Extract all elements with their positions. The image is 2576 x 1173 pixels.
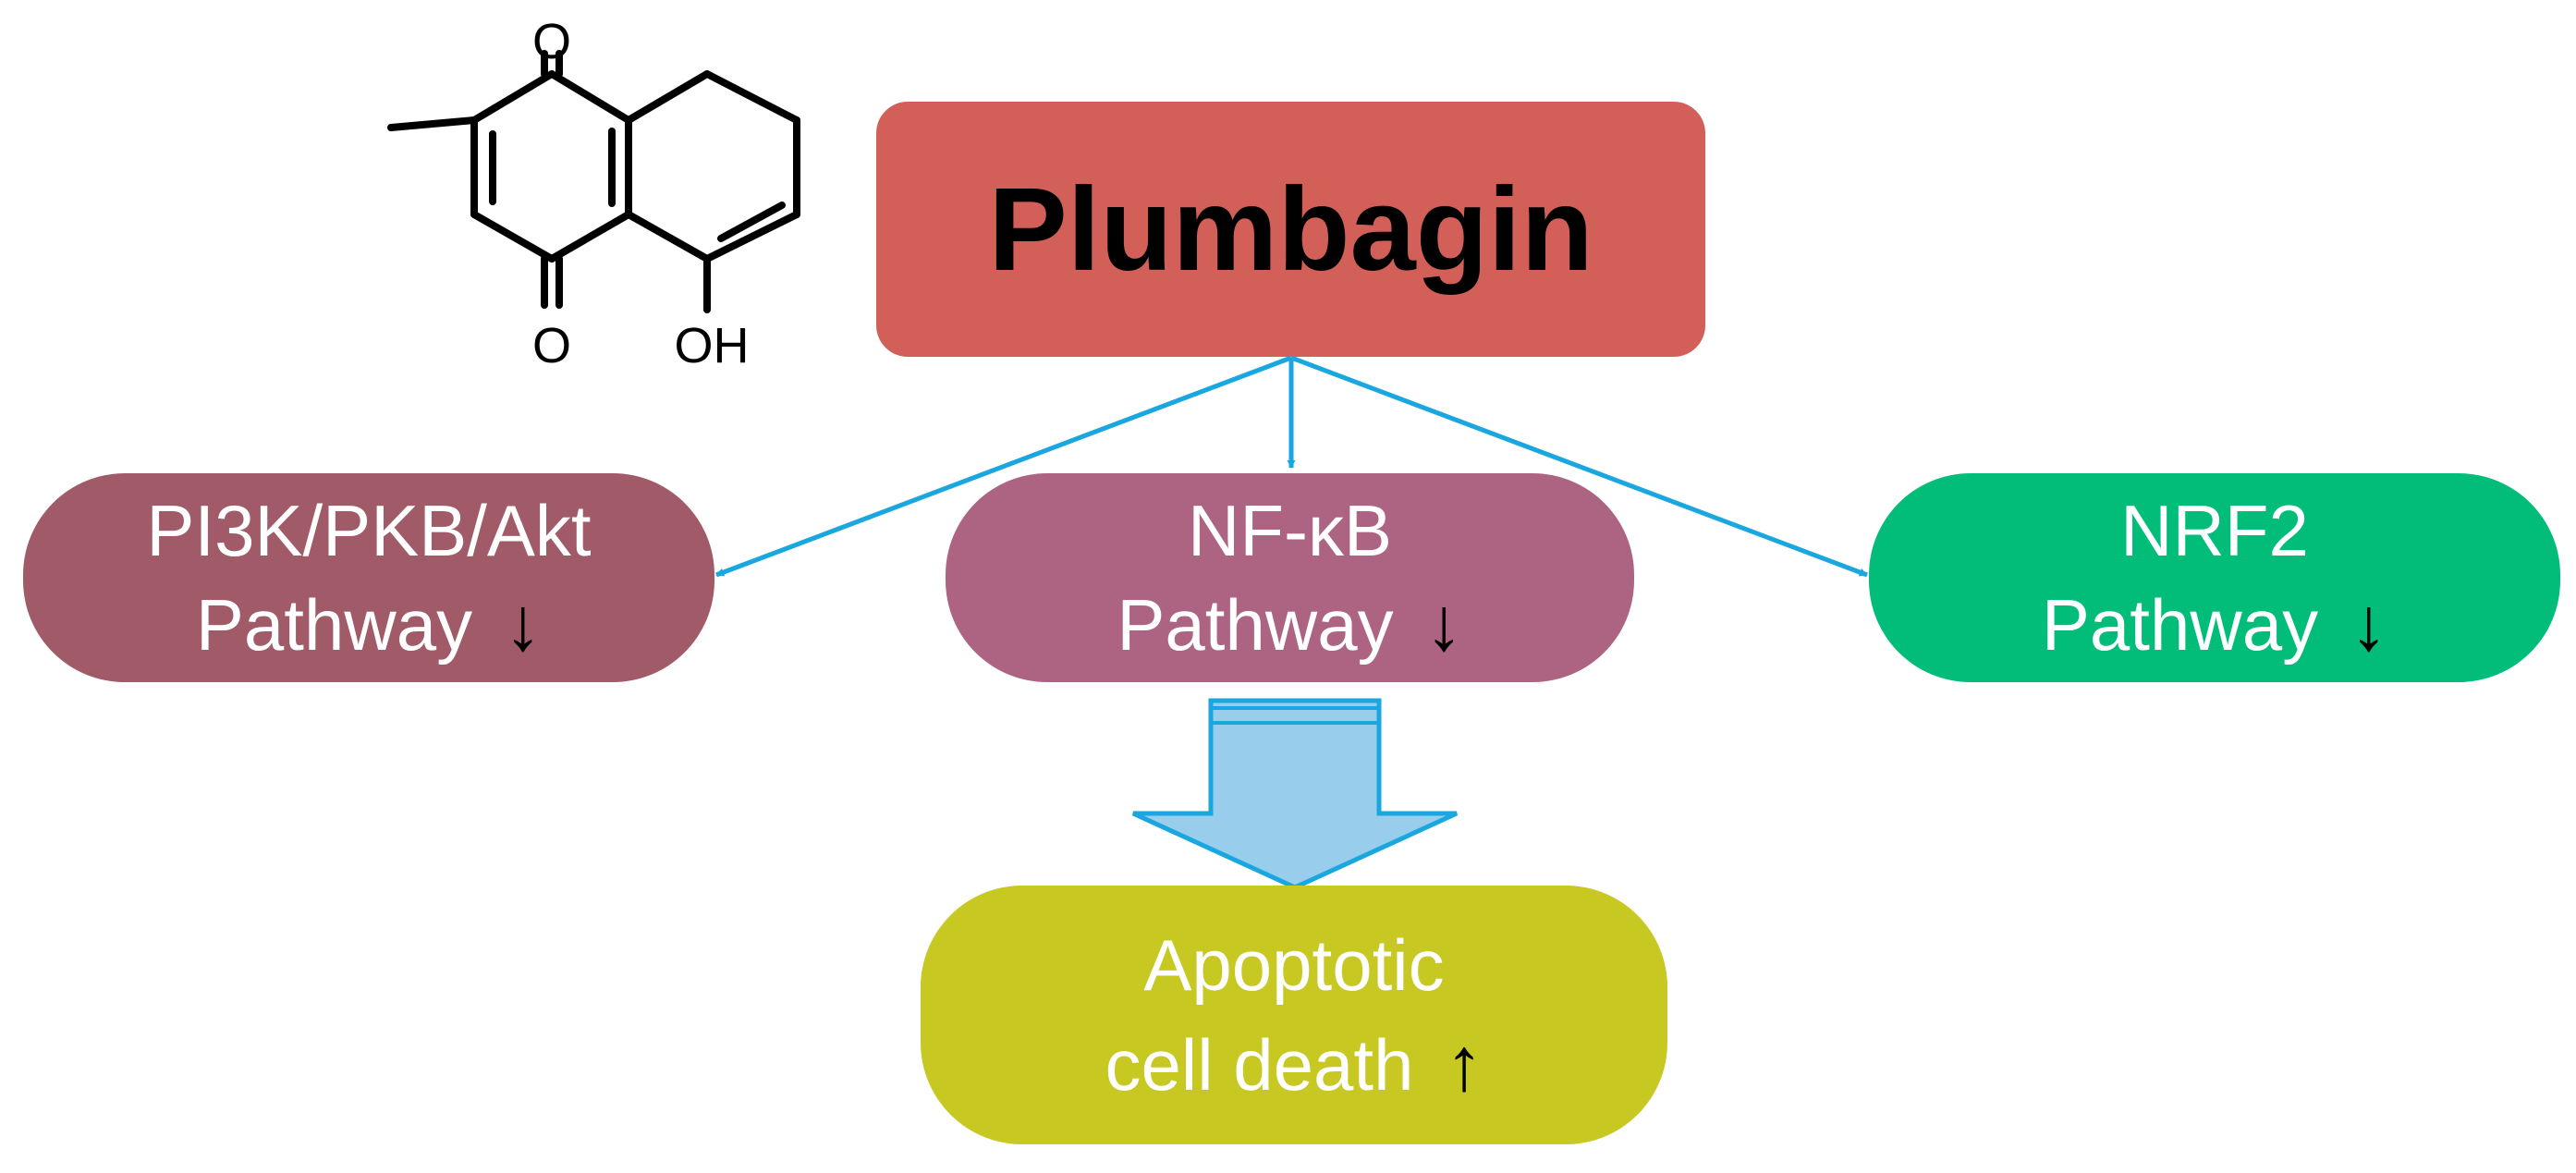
- nrf2-node-line2: Pathway ↓: [2042, 578, 2387, 672]
- nfkb-pathway-node: NF-κB Pathway ↓: [946, 473, 1634, 682]
- structure-bonds: [387, 50, 800, 313]
- pi3k-node-name: PI3K/PKB/Akt: [146, 490, 592, 571]
- connector-to-nrf2: [1290, 355, 1868, 578]
- apoptosis-node-label: cell death: [1105, 1024, 1414, 1106]
- plumbagin-title: Plumbagin: [988, 163, 1593, 296]
- apoptosis-node-line1: Apoptotic: [1143, 924, 1445, 1006]
- hydroxyl-label: OH: [675, 318, 750, 373]
- connector-to-pi3k: [715, 355, 1292, 578]
- connectors: [715, 355, 1868, 578]
- nrf2-node-pathway-label: Pathway: [2041, 584, 2319, 666]
- nfkb-node-name: NF-κB: [1188, 490, 1392, 571]
- plumbagin-title-box: Plumbagin: [876, 102, 1705, 357]
- apoptosis-node-line2: cell death ↑: [1105, 1015, 1483, 1115]
- down-arrow-icon: ↓: [504, 582, 543, 666]
- pi3k-node-line2: Pathway ↓: [196, 578, 542, 672]
- nfkb-node-line2: Pathway ↓: [1117, 578, 1462, 672]
- pi3k-node-pathway-label: Pathway: [195, 584, 473, 666]
- oxygen-top-label: O: [532, 14, 571, 69]
- nrf2-pathway-node: NRF2 Pathway ↓: [1869, 473, 2560, 682]
- nfkb-node-pathway-label: Pathway: [1117, 584, 1394, 666]
- down-arrow-icon: ↓: [2350, 582, 2388, 666]
- up-arrow-icon: ↑: [1445, 1022, 1483, 1106]
- chemical-structure: O O OH: [387, 14, 800, 373]
- apoptotic-cell-death-node: Apoptotic cell death ↑: [921, 886, 1667, 1144]
- down-arrow-icon: ↓: [1424, 582, 1463, 666]
- oxygen-bottom-label: O: [532, 318, 571, 373]
- pi3k-pathway-node: PI3K/PKB/Akt Pathway ↓: [23, 473, 714, 682]
- nrf2-node-name: NRF2: [2120, 490, 2309, 571]
- block-arrow: [1131, 698, 1459, 890]
